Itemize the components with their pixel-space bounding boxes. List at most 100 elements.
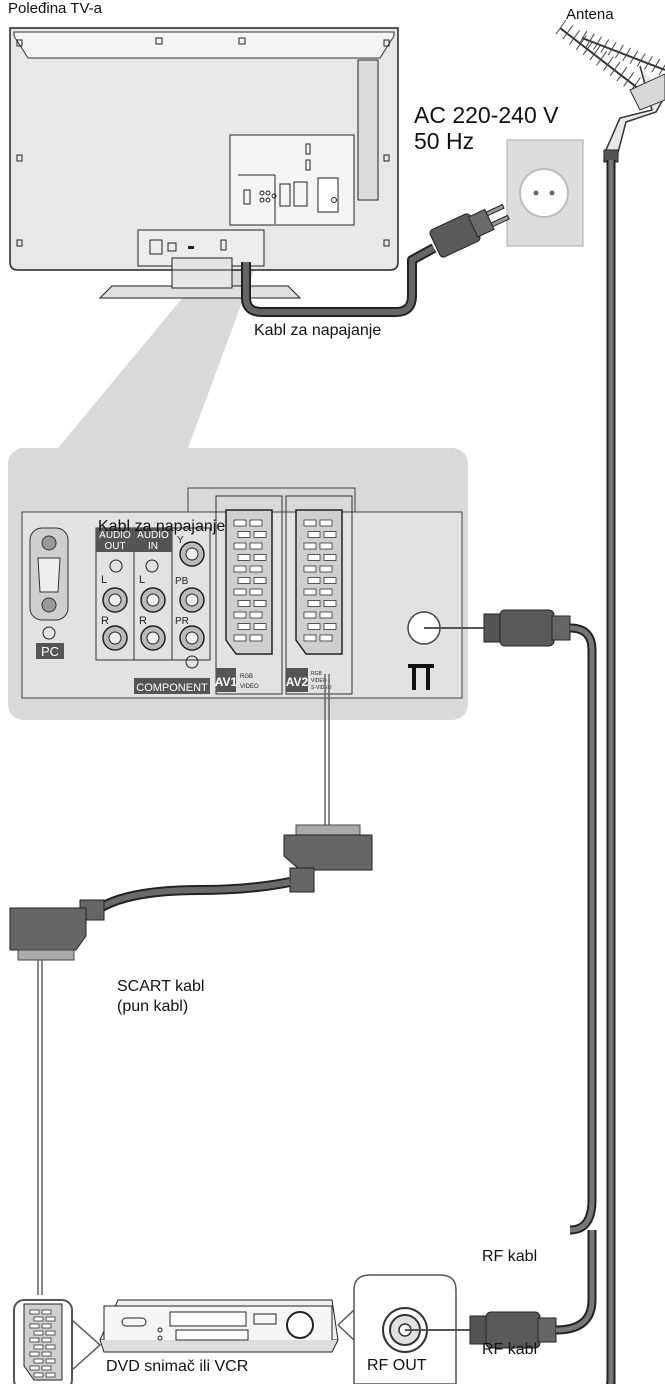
audio-out-label: AUDIO [99, 530, 131, 541]
av2-pin [319, 588, 333, 596]
av2-pin [323, 600, 337, 607]
antenna-element [614, 44, 624, 59]
scart-plug-tv-side [283, 824, 373, 893]
device-scart-pin [29, 1351, 40, 1357]
antenna-element [562, 24, 574, 40]
antenna [555, 19, 665, 163]
antenna-element [555, 19, 567, 35]
y-label: Y [177, 535, 184, 546]
av2-pin [303, 519, 317, 527]
antenna-element [644, 56, 653, 70]
av1-pin [233, 519, 247, 527]
antenna-element [589, 45, 601, 61]
device-scart-pin [45, 1316, 56, 1322]
power-spec-line1: AC 220-240 V [414, 102, 559, 128]
antenna-element [569, 30, 580, 45]
av1-pin [237, 577, 251, 584]
av1-pin [233, 588, 247, 596]
scart-cable-label: SCART kabl [117, 978, 205, 995]
av1-pin [253, 623, 267, 630]
scart-plug-device-side [9, 899, 105, 961]
pr-label: PR [175, 616, 189, 627]
av2-scart-port [285, 495, 353, 695]
left-label-out: L [101, 574, 107, 586]
av1-pin [253, 577, 267, 584]
av2-pin [307, 600, 321, 607]
antenna-element [622, 47, 632, 62]
av1-pin [253, 600, 267, 607]
right-label-in: R [139, 615, 147, 627]
av2-pin [323, 577, 337, 584]
antenna-element [616, 66, 628, 82]
antenna-element [651, 58, 661, 73]
device-scart-pin [33, 1344, 44, 1350]
av1-pin [233, 565, 247, 573]
av2-pin [303, 542, 317, 550]
pb-label: PB [175, 576, 189, 587]
tv-back-label: Poleđina TV-a [8, 0, 102, 17]
av1-pin [237, 623, 251, 630]
antenna-element [596, 51, 608, 66]
device-scart-pin [29, 1365, 40, 1371]
av2-pin [323, 623, 337, 630]
av1-pin [249, 519, 263, 527]
av2-pin [323, 554, 337, 561]
av2-label: AV2 [286, 675, 309, 689]
left-label-in: L [139, 574, 145, 586]
av2-pin [303, 588, 317, 596]
av1-pin [237, 554, 251, 561]
antenna-label: Antena [566, 6, 614, 23]
device-scart-pin [33, 1358, 44, 1364]
device-scart-pin [41, 1309, 52, 1315]
av1-pin [237, 600, 251, 607]
antenna-element [602, 56, 614, 71]
device-scart-pin [29, 1323, 40, 1329]
device-scart-pin [45, 1330, 56, 1336]
av2-pin [307, 577, 321, 584]
antenna-element [609, 61, 621, 77]
scart-cable-sublabel: (pun kabl) [117, 998, 189, 1015]
power-cable-label: Kabl za napajanje [254, 322, 382, 339]
rf-cable-top-label: RF kabl [482, 1248, 538, 1265]
device-scart-pin [41, 1365, 52, 1371]
wall-socket [506, 139, 584, 247]
av2-pin [303, 611, 317, 619]
device-scart-pin [45, 1372, 56, 1378]
antenna-element [593, 36, 602, 50]
av2-pin [307, 554, 321, 561]
audio-in-label-2: IN [148, 541, 158, 552]
av2-pin [307, 531, 321, 538]
rf-cable-bottom-label: RF kabl [482, 1341, 538, 1358]
av2-pin [319, 519, 333, 527]
av1-rgb-label: RGB [240, 674, 253, 680]
rf-plug-top [483, 609, 571, 647]
device-scart-pin [29, 1337, 40, 1343]
av2-pin [303, 634, 317, 642]
av2-pin [323, 531, 337, 538]
device-scart-pin [33, 1372, 44, 1378]
av1-pin [233, 542, 247, 550]
device-scart-pin [45, 1344, 56, 1350]
av2-pin [319, 542, 333, 550]
antenna-element [607, 42, 617, 56]
rf-out-label: RF OUT [367, 1357, 427, 1374]
av2-rgb-label: RGB [311, 671, 323, 677]
av1-pin [253, 554, 267, 561]
antenna-element [636, 53, 646, 67]
av1-pin [249, 611, 263, 619]
device-scart-socket [13, 1299, 73, 1389]
rear-panel-zoom: PC AUDIO OUT AUDIO IN L L R R Y PB PR CO… [8, 448, 468, 720]
device-scart-pin [41, 1337, 52, 1343]
device-scart-pin [33, 1330, 44, 1336]
av1-label: AV1 [215, 675, 238, 689]
rf-plug-out [469, 1311, 557, 1349]
antenna-element [578, 30, 588, 45]
power-cable [241, 203, 510, 317]
device-scart-pin [45, 1358, 56, 1364]
av1-pin [249, 588, 263, 596]
audio-out-label-2: OUT [104, 541, 125, 552]
device-scart-pin [41, 1351, 52, 1357]
av1-pin [249, 542, 263, 550]
antenna-element [582, 40, 594, 56]
tv-back-illustration [9, 27, 399, 299]
